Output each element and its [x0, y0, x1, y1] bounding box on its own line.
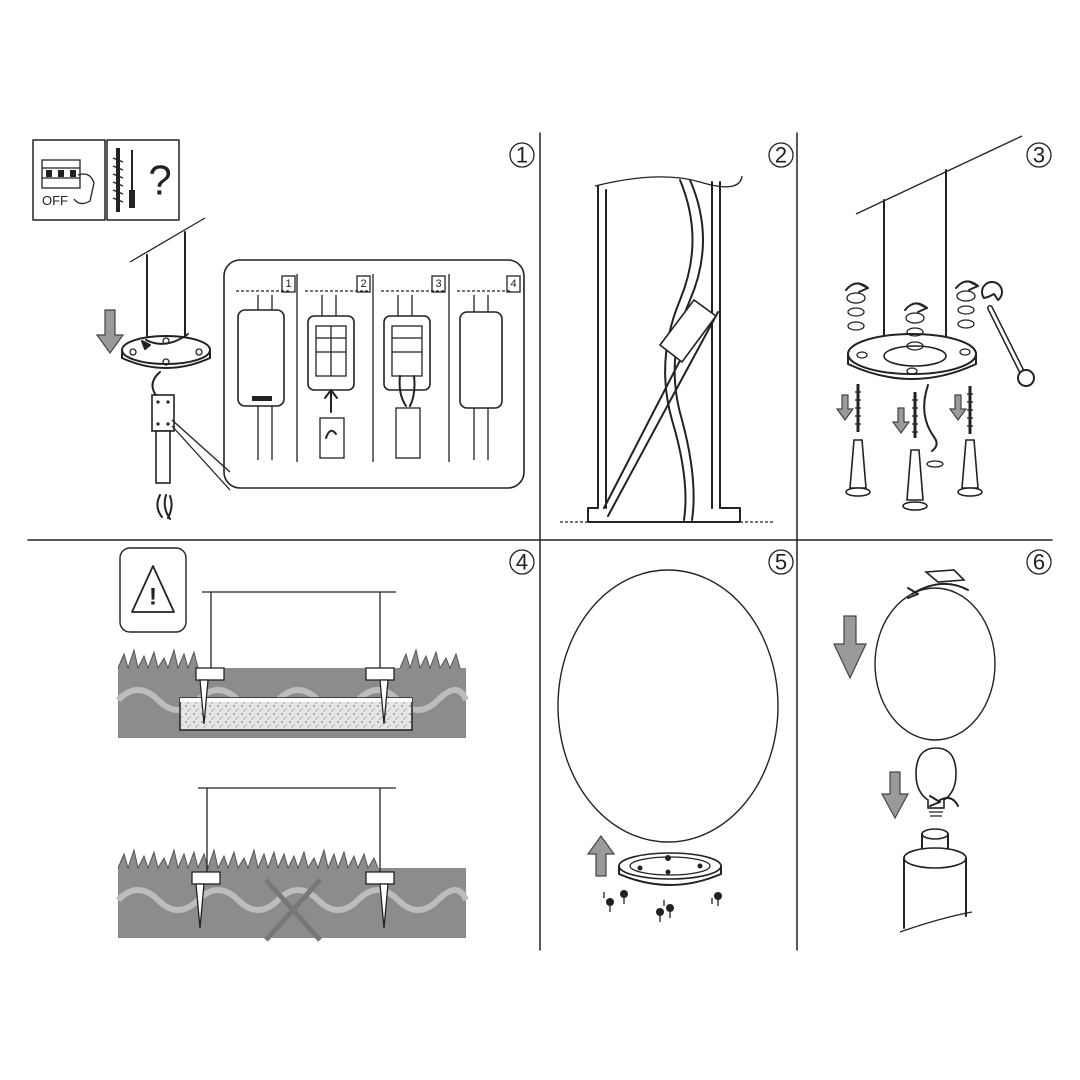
- wiring-detail-box: 1 2 3 4: [223, 259, 525, 489]
- nut-washer-stack: [904, 302, 928, 351]
- pole: [146, 231, 186, 341]
- down-arrow-icon: [833, 615, 867, 680]
- wall-plug: [902, 449, 928, 511]
- nut-washer-stack: [955, 280, 979, 329]
- globe-shade: [874, 587, 996, 741]
- down-arrow-icon: [95, 309, 125, 355]
- svg-text:!: !: [149, 584, 157, 611]
- junction-box: [658, 298, 718, 364]
- warning-triangle-icon: !: [119, 547, 187, 633]
- installation-correct: [115, 591, 469, 738]
- svg-text:2: 2: [775, 143, 787, 168]
- svg-text:3: 3: [1033, 143, 1045, 168]
- globe-shade: [557, 569, 779, 843]
- panel-step-5: [557, 569, 779, 922]
- screw-set: [603, 890, 722, 922]
- nut-washer-stack: [845, 282, 869, 331]
- svg-text:OFF: OFF: [42, 193, 68, 208]
- panel-grid: [27, 132, 1053, 951]
- screw-question-icon: ?: [106, 139, 180, 221]
- step-number-2: 2: [768, 142, 794, 168]
- step-number-3: 3: [1026, 142, 1052, 168]
- svg-text:?: ?: [148, 157, 171, 204]
- up-arrow-icon: [586, 834, 616, 877]
- light-bulb: [915, 747, 959, 817]
- down-arrow-icon: [880, 771, 910, 820]
- svg-text:1: 1: [285, 278, 291, 290]
- step-number-1: 1: [509, 142, 535, 168]
- svg-text:4: 4: [516, 550, 528, 575]
- step-number-5: 5: [768, 549, 794, 575]
- panel-step-2: [560, 175, 775, 523]
- svg-text:5: 5: [775, 550, 787, 575]
- cross-mark-icon: [264, 878, 322, 942]
- installation-incorrect: [115, 787, 469, 942]
- svg-text:6: 6: [1033, 550, 1045, 575]
- panel-step-4: !: [115, 547, 469, 942]
- svg-text:3: 3: [435, 278, 441, 290]
- svg-text:1: 1: [516, 143, 528, 168]
- breaker-switch-icon: OFF: [32, 139, 106, 221]
- wall-plug: [957, 439, 983, 497]
- svg-text:2: 2: [360, 278, 366, 290]
- pole-top: [899, 847, 973, 933]
- wall-plug: [845, 439, 871, 497]
- mounting-base: [121, 335, 211, 369]
- wrench-icon: [981, 281, 1035, 387]
- step-number-6: 6: [1026, 549, 1052, 575]
- down-arrow-icon: [835, 394, 968, 435]
- panel-step-3: [835, 135, 1035, 511]
- panel-step-1: OFF ?: [32, 139, 525, 520]
- shade-ring: [618, 852, 722, 886]
- panel-step-6: [833, 569, 996, 933]
- step-number-4: 4: [509, 549, 535, 575]
- svg-text:4: 4: [510, 278, 516, 290]
- pole: [883, 169, 947, 356]
- mounting-base: [847, 333, 977, 380]
